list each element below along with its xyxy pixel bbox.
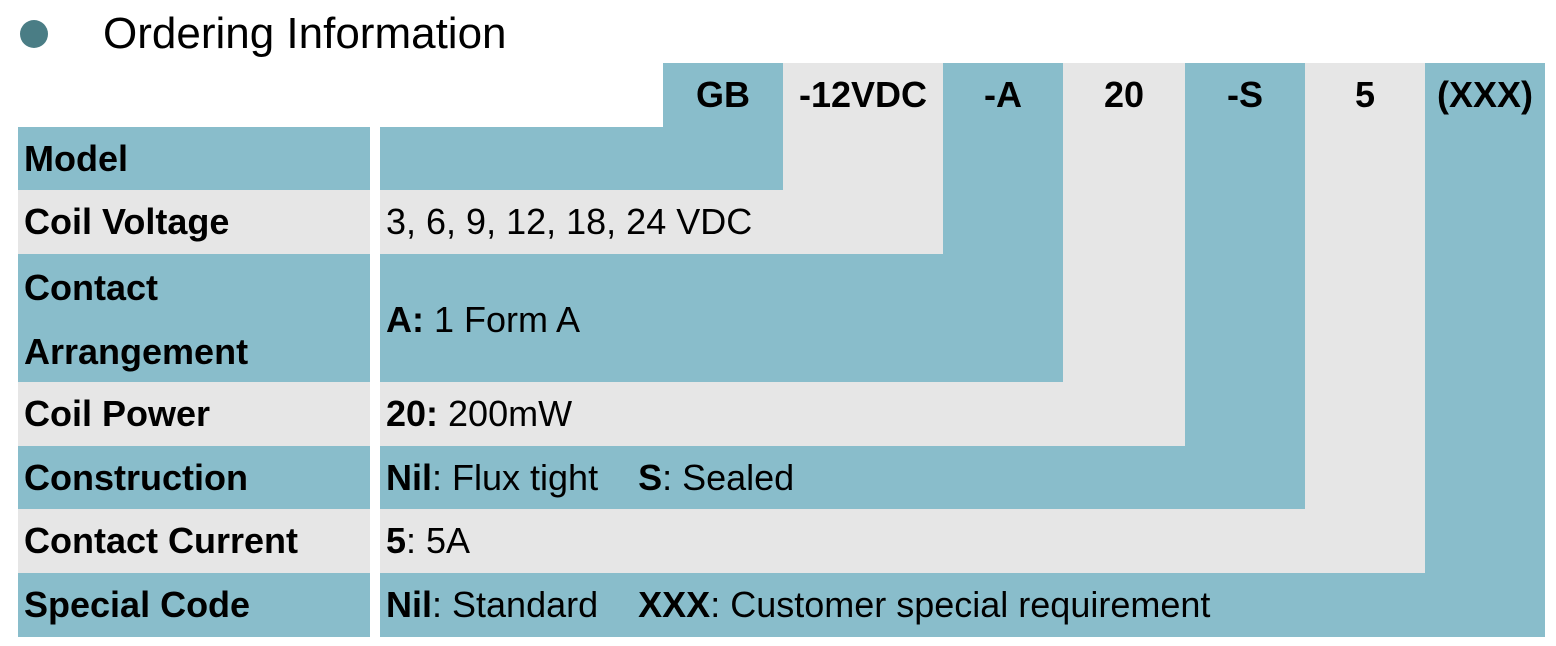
code-model: GB <box>696 74 750 115</box>
row-value-coil-voltage: 3, 6, 9, 12, 18, 24 VDC <box>386 201 753 242</box>
row-label-construction: Construction <box>24 456 248 498</box>
bullet-icon <box>20 20 48 48</box>
row-coil-voltage-bg <box>18 190 943 254</box>
code-cell-bg <box>1063 63 1185 127</box>
code-cell-bg <box>1305 63 1425 127</box>
code-cell-bg <box>663 63 783 127</box>
option-key: S <box>638 456 663 498</box>
row-value-contact-current: 5: 5A <box>386 509 470 573</box>
row-label-coil-voltage: Coil Voltage <box>24 201 230 242</box>
code-construction: -S <box>1227 74 1263 115</box>
code-contact-current: 5 <box>1354 74 1376 115</box>
row-special-code-bg <box>18 573 1545 637</box>
column-current-bg <box>1305 127 1425 509</box>
option-key: 5 <box>386 520 407 561</box>
row-label-model: Model <box>24 137 128 179</box>
column-power-bg <box>1063 127 1185 382</box>
row-contact-arrangement-bg <box>18 254 1063 382</box>
option-text: : Flux tight <box>432 456 599 498</box>
row-contact-current-bg <box>18 509 1425 573</box>
option-text: : Sealed <box>662 456 795 498</box>
option-key: Nil <box>386 456 433 498</box>
row-model-bg <box>18 127 783 190</box>
option-text: 200mW <box>438 393 573 434</box>
option-text: 1 Form A <box>424 299 581 340</box>
row-label-special-code: Special Code <box>24 584 251 625</box>
code-cell-bg <box>783 63 943 127</box>
code-special-code: (XXX) <box>1436 74 1533 115</box>
column-arrangement-bg <box>943 127 1063 254</box>
row-value-construction: Nil: Flux tight S: Sealed <box>386 446 794 509</box>
page-title: Ordering Information <box>103 9 507 58</box>
row-construction-bg <box>18 446 1305 509</box>
row-label-contact-current: Contact Current <box>24 520 299 561</box>
option-key: Nil <box>386 584 433 625</box>
row-label-coil-power: Coil Power <box>24 393 211 434</box>
label-divider <box>370 127 380 637</box>
column-construction-bg <box>1185 127 1305 446</box>
code-cell-bg <box>1425 63 1545 127</box>
row-label-contact-line1: Contact <box>24 267 158 308</box>
code-coil-voltage: -12VDC <box>798 74 928 115</box>
row-coil-power-bg <box>18 382 1185 446</box>
option-text: : Customer special requirement <box>710 584 1211 625</box>
row-value-special-code: Nil: Standard XXX: Customer special requi… <box>386 573 1210 637</box>
row-label-contact-line2: Arrangement <box>24 331 249 372</box>
code-cell-bg <box>1185 63 1305 127</box>
option-key: XXX <box>638 584 711 625</box>
code-contact-arrangement: -A <box>984 74 1022 115</box>
option-key: 20: <box>386 393 439 434</box>
column-special-bg <box>1425 127 1545 573</box>
option-text: : 5A <box>406 520 471 561</box>
option-key: A: <box>386 299 424 340</box>
option-text: : Standard <box>432 584 599 625</box>
row-value-contact-arrangement: A: 1 Form A <box>386 288 580 352</box>
code-coil-power: 20 <box>1103 74 1145 115</box>
code-cell-bg <box>943 63 1063 127</box>
column-voltage-bg <box>783 127 943 190</box>
row-value-coil-power: 20: 200mW <box>386 382 572 446</box>
